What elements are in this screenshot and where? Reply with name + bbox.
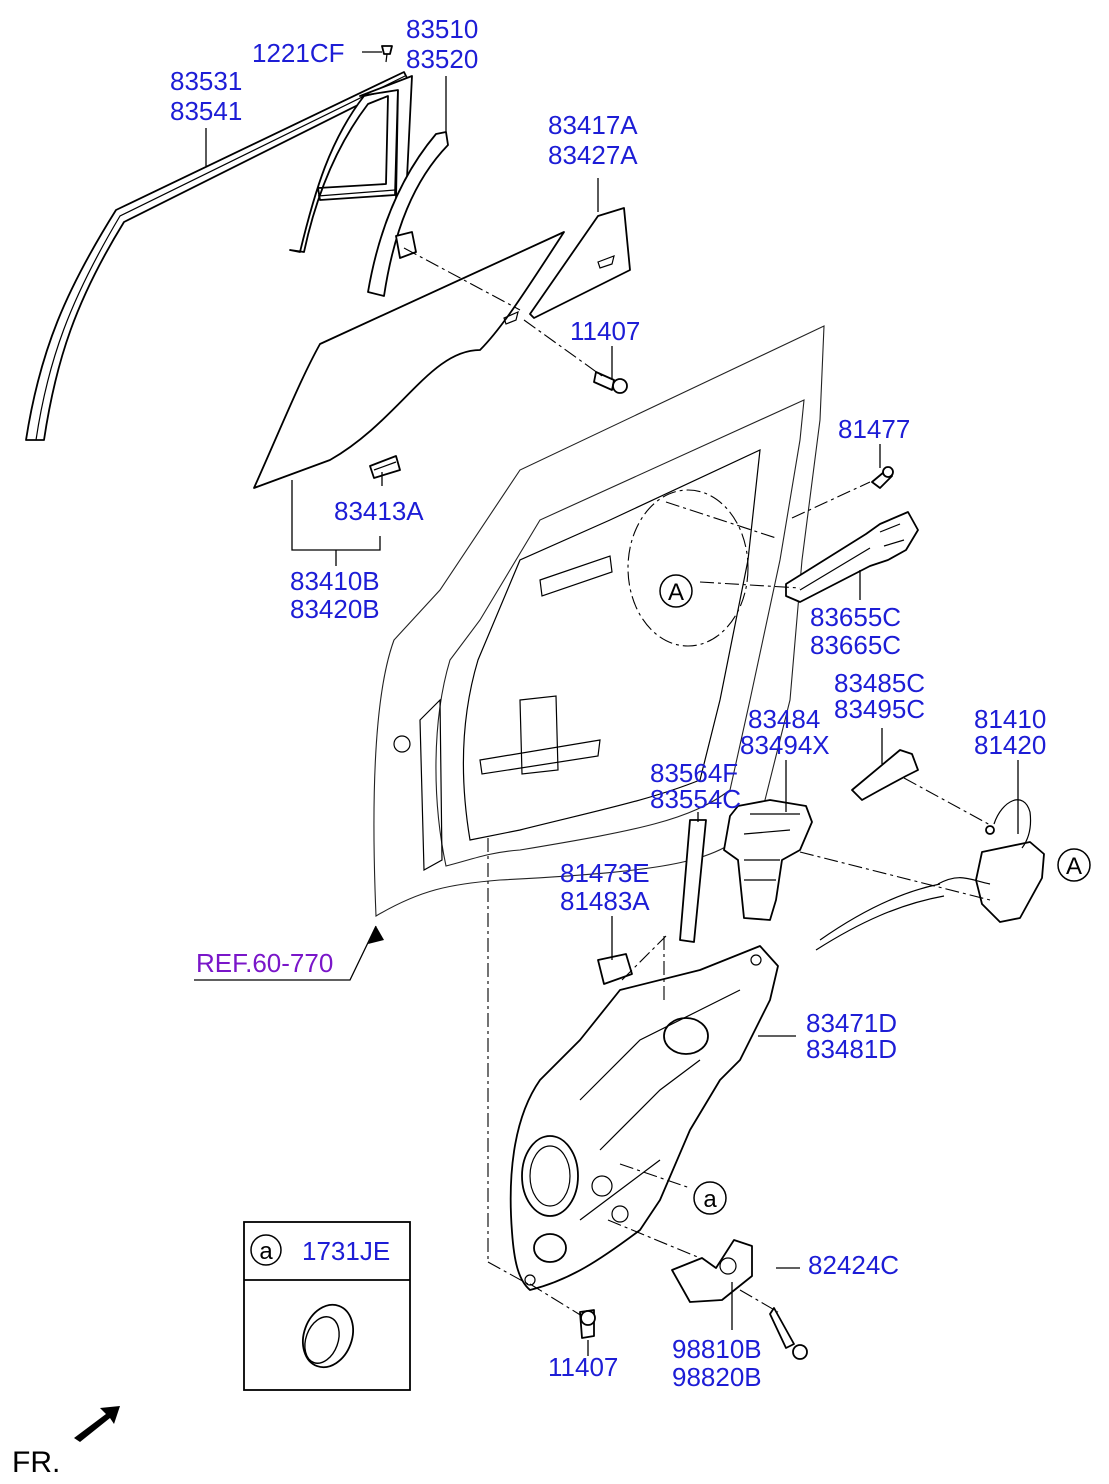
bolt-top xyxy=(593,371,628,394)
label-83417a: 83417A xyxy=(548,110,638,140)
glass-channel-clip xyxy=(369,455,401,479)
detail-area-a xyxy=(627,489,749,647)
legend-part: 1731JE xyxy=(302,1236,390,1266)
label-83554c: 83554C xyxy=(650,784,741,814)
front-arrow-icon xyxy=(74,1406,120,1442)
cable-clip xyxy=(597,953,633,985)
door-glass xyxy=(253,231,565,489)
label-81410: 81410 xyxy=(974,704,1046,734)
label-83494x: 83494X xyxy=(740,730,830,760)
label-83481d: 83481D xyxy=(806,1034,897,1064)
label-83531: 83531 xyxy=(170,66,242,96)
label-83510: 83510 xyxy=(406,14,478,44)
part-labels: 1221CF 83510 83520 83531 83541 83417A 83… xyxy=(170,14,1046,1392)
regulator-motor xyxy=(671,1239,753,1303)
door-body xyxy=(373,325,825,917)
callout-a-upper: A xyxy=(659,574,693,608)
bolt-bottom xyxy=(579,1309,596,1339)
label-83541: 83541 xyxy=(170,96,242,126)
callout-a-lower-text: a xyxy=(703,1186,717,1213)
leader-lines xyxy=(194,51,1019,1356)
outside-handle-bracket xyxy=(785,511,919,603)
callout-a-right: A xyxy=(1057,848,1091,882)
front-direction-indicator: FR. xyxy=(12,1406,120,1479)
legend-key: a xyxy=(259,1238,273,1265)
label-83495c: 83495C xyxy=(834,694,925,724)
label-81477: 81477 xyxy=(838,414,910,444)
door-latch xyxy=(815,799,1045,951)
label-83471d: 83471D xyxy=(806,1008,897,1038)
label-98810b: 98810B xyxy=(672,1334,762,1364)
screw-82424c xyxy=(769,1307,808,1360)
label-11407-bottom: 11407 xyxy=(548,1352,618,1382)
label-11407-top: 11407 xyxy=(570,316,640,346)
front-label: FR. xyxy=(12,1446,60,1479)
glass-run-channel xyxy=(679,819,707,943)
label-98820b: 98820B xyxy=(672,1362,762,1392)
reference-label: REF.60-770 xyxy=(196,948,333,978)
label-83485c: 83485C xyxy=(834,668,925,698)
label-83520: 83520 xyxy=(406,44,478,74)
label-1221cf: 1221CF xyxy=(252,38,345,68)
callout-a-upper-text: A xyxy=(668,579,684,606)
label-83420b: 83420B xyxy=(290,594,380,624)
screw-81477 xyxy=(871,466,894,489)
outside-handle-support xyxy=(851,749,919,801)
label-81483a: 81483A xyxy=(560,886,650,916)
window-regulator xyxy=(723,799,813,921)
label-83410b: 83410B xyxy=(290,566,380,596)
screw-1221cf xyxy=(381,45,393,63)
label-83665c: 83665C xyxy=(810,630,901,660)
label-83655c: 83655C xyxy=(810,602,901,632)
quarter-glass xyxy=(529,207,631,319)
label-81473e: 81473E xyxy=(560,858,650,888)
label-83564f: 83564F xyxy=(650,758,738,788)
grommet-icon xyxy=(302,1303,354,1369)
assembly-dash-lines xyxy=(403,247,993,1317)
label-83427a: 83427A xyxy=(548,140,638,170)
label-83413a: 83413A xyxy=(334,496,424,526)
legend-box: a 1731JE xyxy=(243,1221,411,1391)
callout-a-lower: a xyxy=(693,1181,727,1215)
label-83484: 83484 xyxy=(748,704,820,734)
label-82424c: 82424C xyxy=(808,1250,899,1280)
door-module-panel xyxy=(509,945,779,1291)
label-81420: 81420 xyxy=(974,730,1046,760)
callout-a-right-text: A xyxy=(1066,853,1082,880)
